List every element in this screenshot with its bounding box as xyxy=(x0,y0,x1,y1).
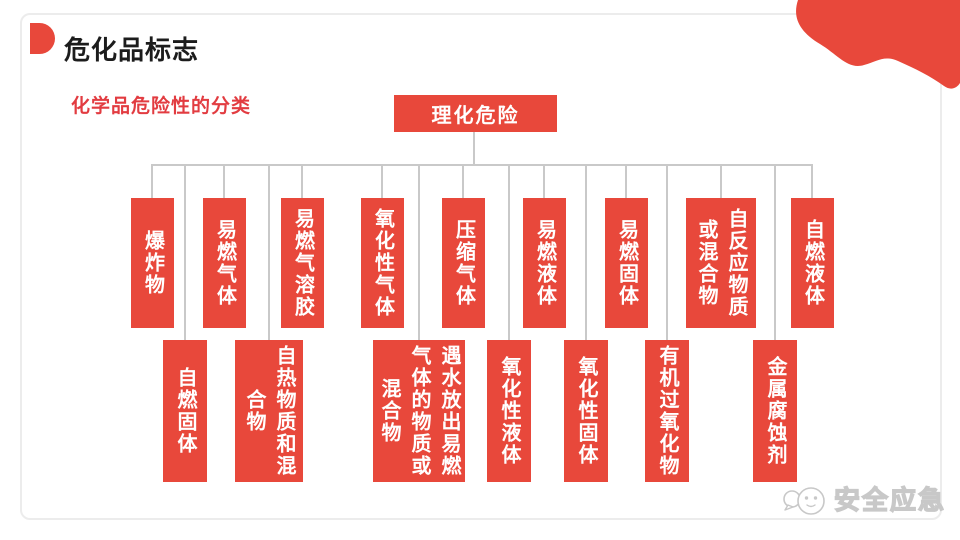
hazard-node-label: 氧化性气体 xyxy=(371,208,394,318)
connector-drop xyxy=(381,164,383,198)
hazard-node-label: 自燃液体 xyxy=(801,219,824,307)
hazard-node: 自反应物质或混合物 xyxy=(686,198,756,328)
connector-drop xyxy=(543,164,545,198)
connector-drop xyxy=(625,164,627,198)
hazard-node: 易燃气溶胶 xyxy=(281,198,324,328)
hazard-node: 压缩气体 xyxy=(442,198,485,328)
tree-root-label: 理化危险 xyxy=(431,105,520,127)
hazard-node-label: 遇水放出易燃气体的物质或混合物 xyxy=(378,345,460,477)
connector-drop xyxy=(301,164,303,198)
connector-root-stem xyxy=(473,132,475,166)
connector-drop xyxy=(462,164,464,198)
hazard-node: 易燃气体 xyxy=(203,198,246,328)
hazard-node-label: 氧化性液体 xyxy=(498,356,520,466)
connector-drop xyxy=(184,164,186,340)
hazard-node-label: 氧化性固体 xyxy=(575,356,597,466)
connector-drop xyxy=(720,164,722,198)
hazard-node-label: 自燃固体 xyxy=(174,367,196,455)
connector-drop xyxy=(418,164,420,340)
hazard-node-label: 金属腐蚀剂 xyxy=(764,356,786,466)
connector-rail xyxy=(152,164,813,166)
slide-subtitle: 化学品危险性的分类 xyxy=(71,96,252,117)
brand-logo: 安全应急 xyxy=(782,478,946,518)
hazard-node-label: 易燃气溶胶 xyxy=(291,208,314,318)
hazard-node-label: 易燃固体 xyxy=(615,219,638,307)
hazard-node: 自燃固体 xyxy=(163,340,207,482)
connector-drop xyxy=(585,164,587,340)
hazard-node: 氧化性液体 xyxy=(487,340,531,482)
connector-drop xyxy=(223,164,225,198)
connector-drop xyxy=(508,164,510,340)
hazard-node: 易燃固体 xyxy=(605,198,648,328)
hazard-node: 易燃液体 xyxy=(523,198,566,328)
hazard-node-label: 压缩气体 xyxy=(452,219,475,307)
hazard-node: 自燃液体 xyxy=(791,198,834,328)
hazard-node-label: 有机过氧化物 xyxy=(656,345,678,477)
hazard-node: 金属腐蚀剂 xyxy=(753,340,797,482)
hazard-node: 遇水放出易燃气体的物质或混合物 xyxy=(373,340,465,482)
connector-drop xyxy=(151,164,153,198)
connector-drop xyxy=(811,164,813,198)
hazard-node: 有机过氧化物 xyxy=(645,340,689,482)
connector-drop xyxy=(666,164,668,340)
tree-root-node: 理化危险 xyxy=(394,95,557,132)
hazard-node-label: 易燃液体 xyxy=(533,219,556,307)
accent-half-circle-icon xyxy=(30,23,55,54)
brand-logo-text: 安全应急 xyxy=(833,484,947,515)
page-title: 危化品标志 xyxy=(64,35,200,65)
hazard-node-label: 自反应物质或混合物 xyxy=(695,208,747,318)
connector-drop xyxy=(268,164,270,340)
hazard-node: 爆炸物 xyxy=(131,198,174,328)
hazard-node-label: 爆炸物 xyxy=(141,230,164,296)
hazard-node-label: 易燃气体 xyxy=(213,219,236,307)
hazard-node: 氧化性固体 xyxy=(564,340,608,482)
connector-drop xyxy=(774,164,776,340)
hazard-node: 氧化性气体 xyxy=(361,198,404,328)
mascot-icon xyxy=(783,487,825,515)
hazard-node: 自热物质和混合物 xyxy=(235,340,303,482)
hazard-node-label: 自热物质和混合物 xyxy=(243,345,295,477)
